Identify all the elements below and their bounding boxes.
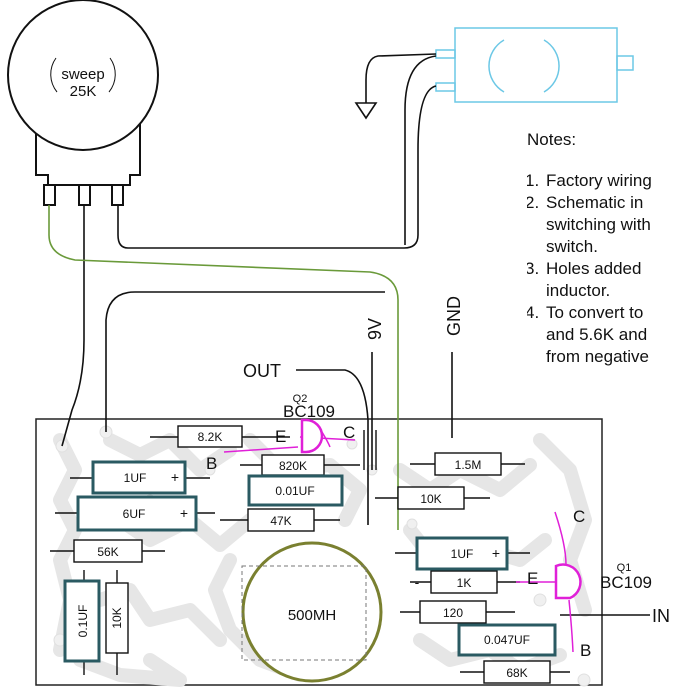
label-47k: 47K (270, 514, 291, 528)
plus-6uf: + (180, 505, 188, 521)
pot-label-line1: sweep (61, 66, 104, 83)
q1-ref: Q1 (617, 562, 632, 574)
label-500mh: 500MH (288, 607, 336, 624)
notes-panel: Notes: 1.Factory wiring 2.Schematic in s… (527, 130, 673, 368)
note-line: switch. (546, 237, 598, 256)
note-line: 2.Schematic in (527, 193, 644, 212)
pot-lug-3 (111, 184, 124, 206)
label-120: 120 (443, 606, 463, 620)
label-8k2: 8.2K (198, 430, 223, 444)
notes-title: Notes: (527, 130, 577, 149)
gnd-label: GND (444, 296, 464, 336)
capacitor-0-047uf (457, 623, 557, 657)
capacitor-0-1uf (63, 579, 101, 663)
plus-1uf-right: + (492, 545, 500, 561)
q1-pin-e: E (527, 569, 538, 588)
q1-pin-c: C (573, 507, 585, 526)
label-0-1uf: 0.1UF (76, 605, 90, 638)
minus-1k: - (415, 574, 420, 590)
note-line: 4.To convert to (527, 303, 644, 322)
q2-pin-b: B (206, 454, 217, 473)
q2-pin-e: E (275, 427, 286, 446)
label-10k-vertical: 10K (110, 607, 124, 628)
capacitor-1uf-top (91, 460, 187, 495)
resistor-1-5m (434, 452, 502, 476)
sweep-potentiometer: sweep 25K (7, 0, 159, 206)
label-0-047uf: 0.047UF (484, 633, 530, 647)
note-line: switching with (546, 215, 651, 234)
capacitor-1uf-right (415, 536, 509, 571)
in-label: IN (652, 606, 670, 626)
note-line: inductor. (546, 281, 611, 300)
plus-1uf-top: + (171, 469, 179, 485)
inductor-500mh: 500MH (241, 541, 383, 683)
q1-model: BC109 (600, 573, 652, 592)
pot-label-line2: 25K (70, 83, 97, 100)
pot-lug-2 (78, 184, 91, 206)
label-1uf-top: 1UF (124, 471, 147, 485)
note-line: 1.Factory wiring (527, 171, 652, 190)
resistor-8k2 (177, 425, 243, 448)
resistor-10k-vertical (105, 582, 129, 654)
label-820k: 820K (279, 459, 307, 473)
q1-pin-b: B (580, 641, 591, 660)
q2-model: BC109 (283, 402, 335, 421)
q2-ref: Q2 (293, 393, 308, 405)
resistor-47k (247, 508, 315, 532)
label-1-5m: 1.5M (455, 458, 482, 472)
resistor-56k (73, 539, 143, 563)
q2-pin-c: C (343, 423, 355, 442)
switch-component (435, 27, 634, 103)
resistors (50, 425, 570, 684)
label-0-01uf: 0.01UF (275, 484, 314, 498)
resistor-68k (483, 660, 551, 684)
label-68k: 68K (506, 666, 527, 680)
note-line: and 5.6K and (546, 325, 648, 344)
out-label: OUT (243, 361, 281, 381)
wires (61, 53, 650, 616)
label-1k: 1K (457, 576, 472, 590)
transistor-q1: Q1 BC109 C E B (516, 507, 652, 660)
resistor-120 (419, 600, 487, 624)
ground-symbol (354, 102, 378, 120)
capacitors (55, 430, 557, 675)
v9-label: 9V (365, 318, 385, 340)
capacitor-0-01uf (247, 474, 344, 507)
label-56k: 56K (97, 545, 118, 559)
label-6uf: 6UF (123, 507, 146, 521)
label-1uf-right: 1UF (451, 547, 474, 561)
transistor-q2: Q2 BC109 E B C (206, 393, 355, 473)
capacitor-6uf (76, 495, 198, 532)
pot-lug-1 (43, 184, 56, 206)
note-line: from negative (546, 347, 649, 366)
green-wire (48, 205, 399, 530)
resistor-10k (397, 486, 465, 510)
note-line: 3.Holes added (527, 259, 642, 278)
resistor-1k (430, 570, 498, 594)
label-10k: 10K (420, 492, 441, 506)
